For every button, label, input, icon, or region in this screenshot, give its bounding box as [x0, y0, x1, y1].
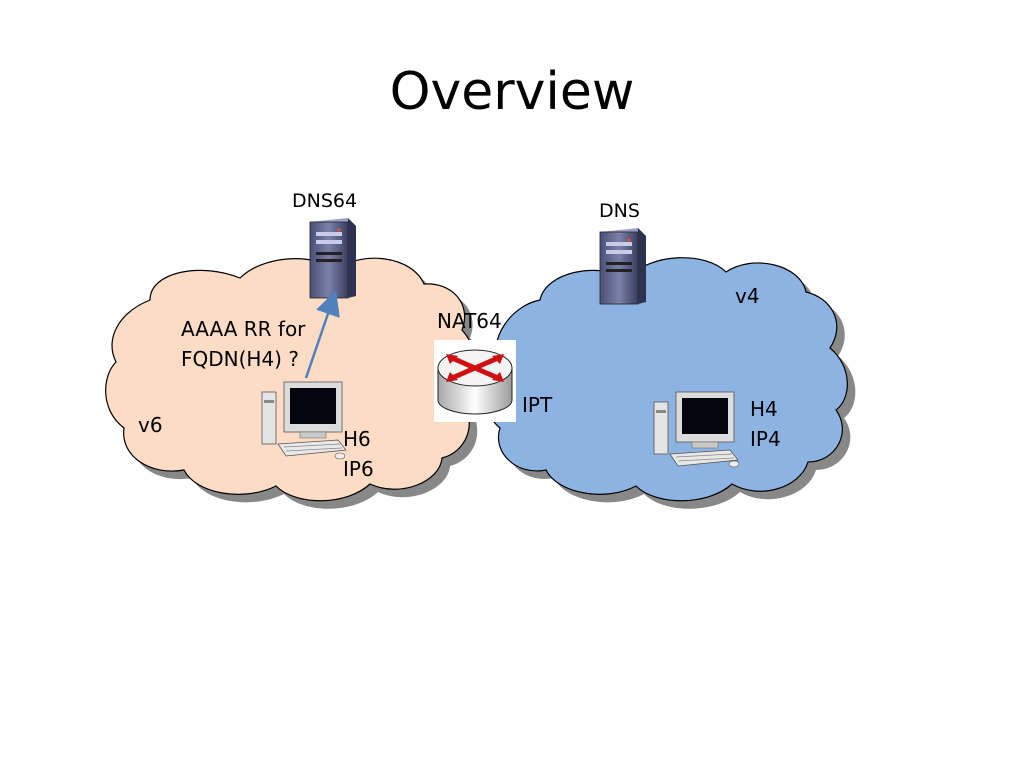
h6-label: H6 IP6	[343, 424, 374, 484]
nat64-label: NAT64	[437, 309, 502, 333]
v4-cloud	[484, 257, 848, 502]
slide-title: Overview	[389, 62, 635, 122]
query-arrow	[304, 290, 340, 379]
h6-computer-icon	[261, 381, 347, 460]
nat64-router-icon	[434, 340, 516, 422]
h4-name: H4	[750, 397, 778, 421]
v6-label: v6	[138, 413, 163, 437]
h4-computer-icon	[653, 391, 740, 468]
dns64-label: DNS64	[292, 190, 358, 212]
query-label-line1: AAAA RR for	[181, 317, 306, 341]
h6-name: H6	[343, 427, 371, 451]
ipt-label: IPT	[522, 393, 553, 417]
dns-server-icon	[599, 228, 646, 305]
dns64-server-icon	[309, 218, 356, 299]
query-label: AAAA RR for FQDN(H4) ?	[181, 314, 305, 374]
h4-label: H4 IP4	[750, 394, 781, 454]
h4-address: IP4	[750, 427, 781, 451]
h6-address: IP6	[343, 457, 374, 481]
v4-label: v4	[735, 284, 760, 308]
query-label-line2: FQDN(H4) ?	[181, 347, 299, 371]
dns-label: DNS	[599, 200, 640, 222]
v6-cloud	[105, 257, 477, 502]
